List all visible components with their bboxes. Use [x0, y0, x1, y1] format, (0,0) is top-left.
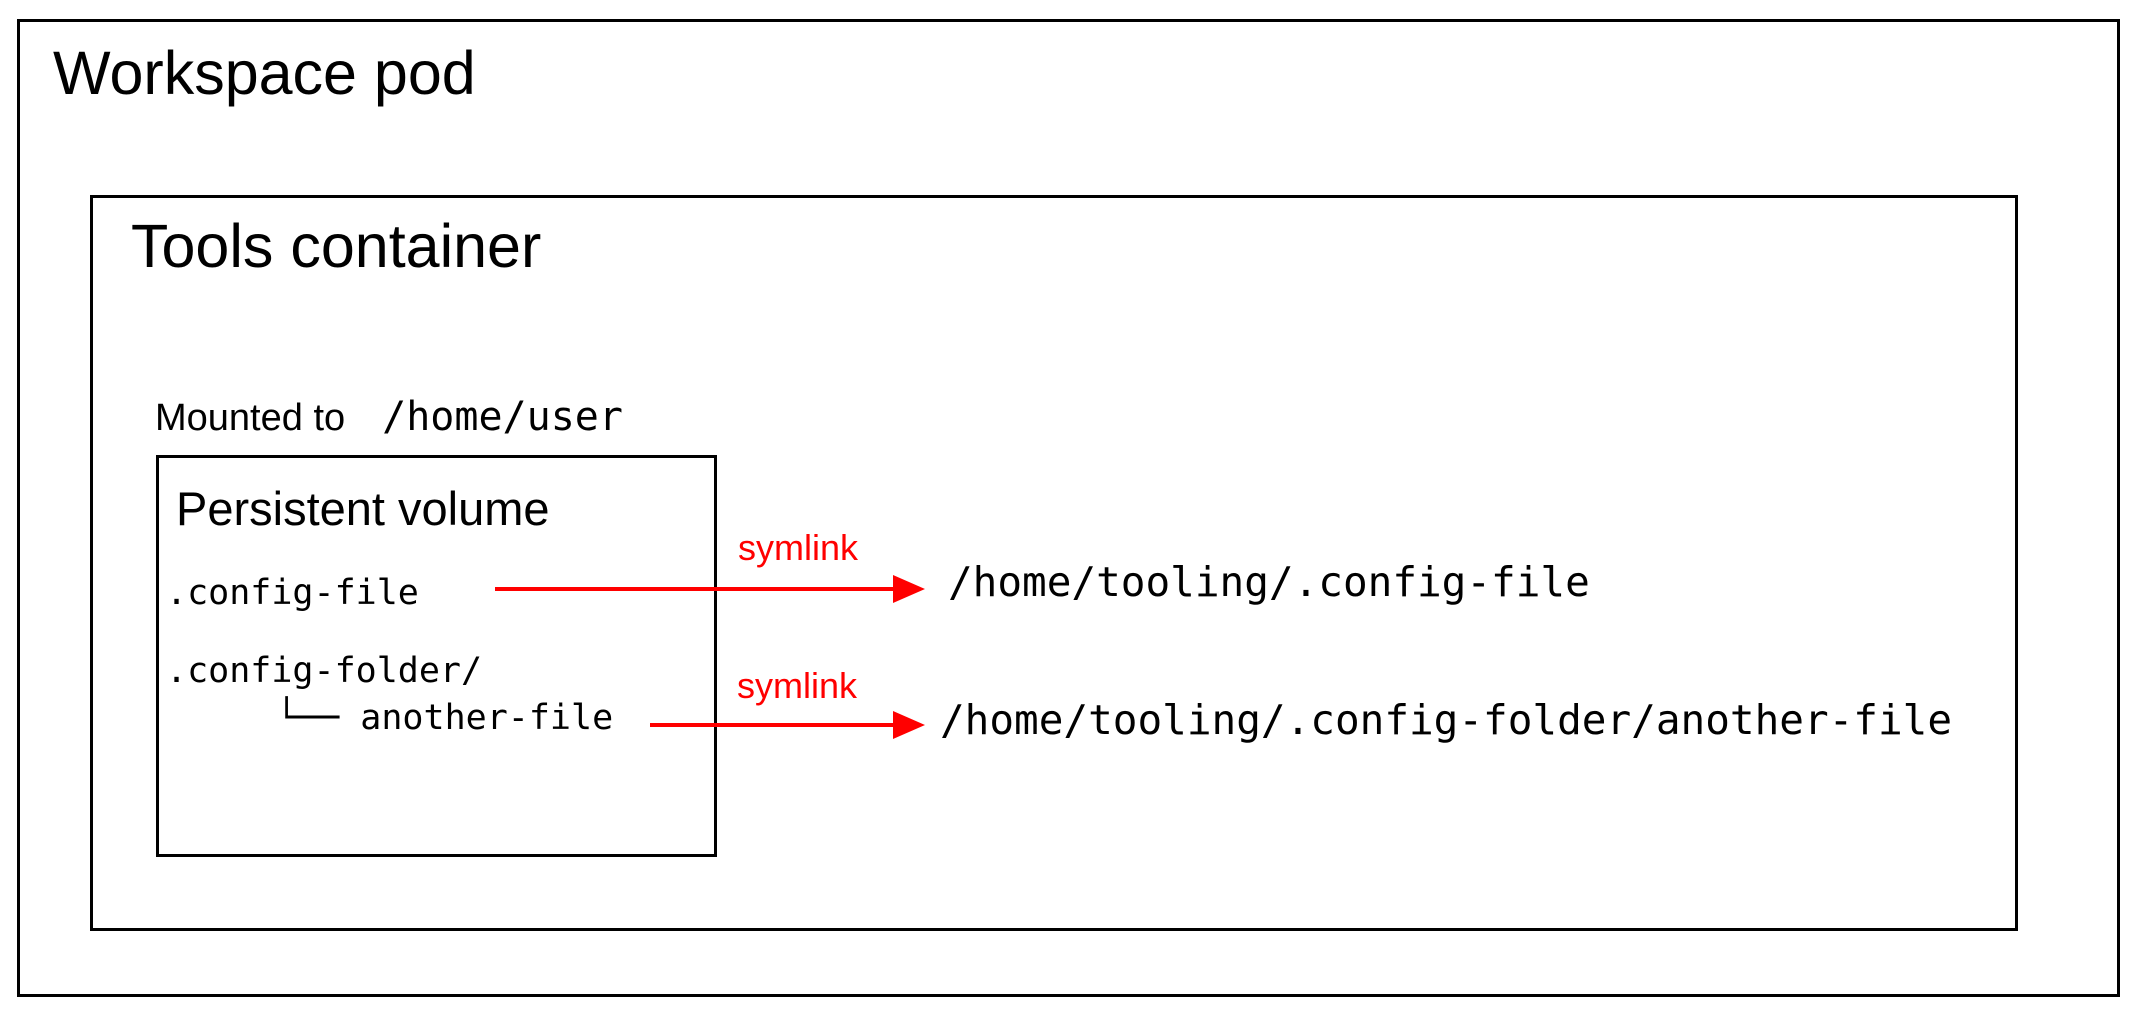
tools-container-title: Tools container [131, 212, 542, 280]
symlink-label-2: symlink [737, 665, 858, 706]
tools-container-box: Tools container [90, 195, 2018, 931]
mount-point-prefix: Mounted to [155, 397, 346, 439]
folder-entry-config-folder: .config-folder/ [166, 651, 483, 691]
file-entry-config-file: .config-file [166, 573, 419, 613]
tree-branch-child-another-file: └── another-file [276, 698, 614, 738]
symlink-arrowhead-icon-1 [893, 575, 925, 603]
symlink-label-1: symlink [738, 527, 859, 568]
persistent-volume-box: Persistent volume .config-file .config-f… [156, 455, 717, 857]
workspace-pod-title: Workspace pod [53, 39, 476, 107]
persistent-volume-title: Persistent volume [176, 482, 550, 535]
symlink-target-path-2: /home/tooling/.config-folder/another-fil… [940, 696, 1953, 744]
symlink-arrow-line-2 [650, 723, 893, 727]
symlink-target-path-1: /home/tooling/.config-file [948, 558, 1590, 606]
mount-point-path: /home/user [382, 394, 623, 440]
workspace-pod-box: Workspace pod Tools container [17, 19, 2120, 997]
symlink-arrowhead-icon-2 [893, 711, 925, 739]
symlink-arrow-line-1 [495, 587, 893, 591]
mount-point-label: Mounted to /home/user [155, 393, 623, 442]
